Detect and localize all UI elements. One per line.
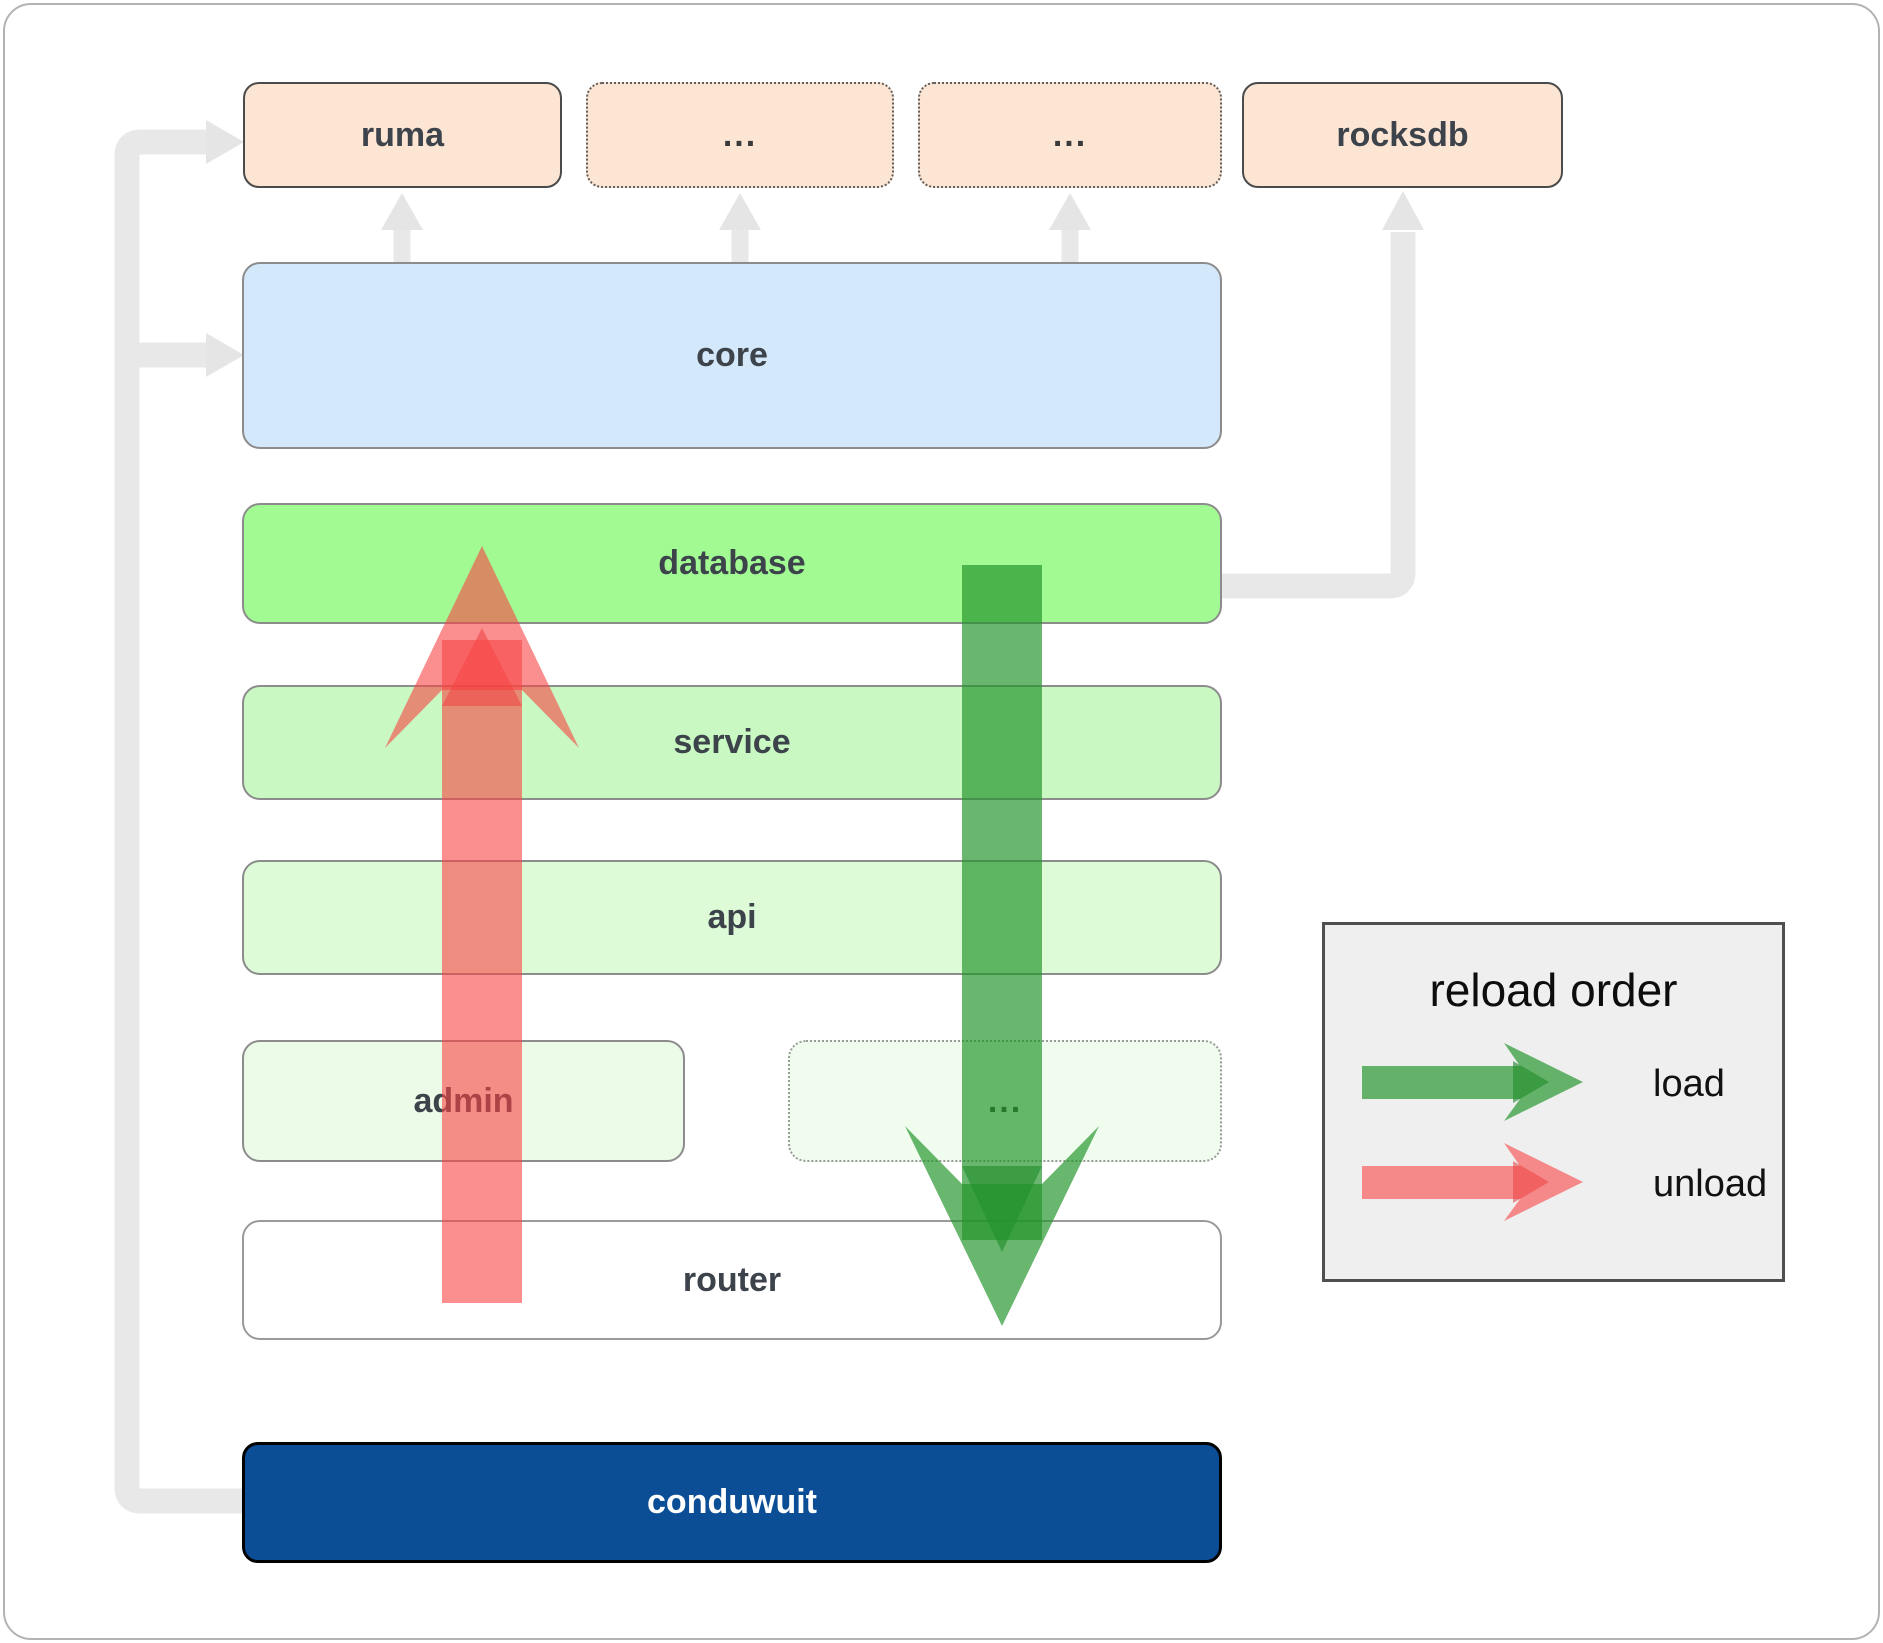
arrowhead-into-ruma [206, 120, 244, 164]
arrowhead-into-core [206, 333, 244, 377]
box-service: service [242, 685, 1222, 800]
box-rocksdb-label: rocksdb [1336, 115, 1469, 154]
box-ruma-label: ruma [360, 115, 445, 154]
legend-title: reload order [1429, 964, 1678, 1016]
box-core-label: core [696, 336, 768, 374]
box-rocksdb: rocksdb [1242, 82, 1563, 188]
box-router-label: router [682, 1260, 782, 1299]
arrowhead-into-rocksdb [1382, 191, 1424, 230]
box-external-dots-2: ... [918, 82, 1222, 188]
legend-load-label: load [1653, 1063, 1725, 1105]
box-admin-dots-label: ... [987, 1081, 1023, 1120]
box-external-dots-1: ... [586, 82, 894, 188]
legend-reload-order: reload order load unload [1322, 922, 1785, 1282]
box-ruma: ruma [243, 82, 562, 188]
legend-unload-label: unload [1653, 1163, 1768, 1205]
box-api: api [242, 860, 1222, 975]
box-database-label: database [658, 544, 806, 582]
box-router: router [242, 1220, 1222, 1340]
box-core: core [242, 262, 1222, 449]
box-admin-label: admin [413, 1081, 514, 1120]
arrowhead-core-to-dots1 [719, 193, 761, 230]
box-external-dots-1-label: ... [722, 115, 758, 154]
box-external-dots-2-label: ... [1052, 115, 1088, 154]
box-database: database [242, 503, 1222, 624]
arrowhead-core-to-dots2 [1049, 193, 1091, 230]
box-conduwuit-label: conduwuit [647, 1483, 817, 1521]
connector-database-to-rocksdb [1222, 232, 1416, 599]
box-conduwuit: conduwuit [242, 1442, 1222, 1563]
box-admin-dots: ... [788, 1040, 1222, 1162]
connector-conduwuit-to-ruma [114, 129, 246, 1514]
arrowhead-core-to-ruma [381, 193, 423, 230]
box-api-label: api [707, 898, 757, 936]
box-admin: admin [242, 1040, 685, 1162]
box-service-label: service [673, 723, 791, 761]
outer-frame [3, 3, 1880, 1640]
